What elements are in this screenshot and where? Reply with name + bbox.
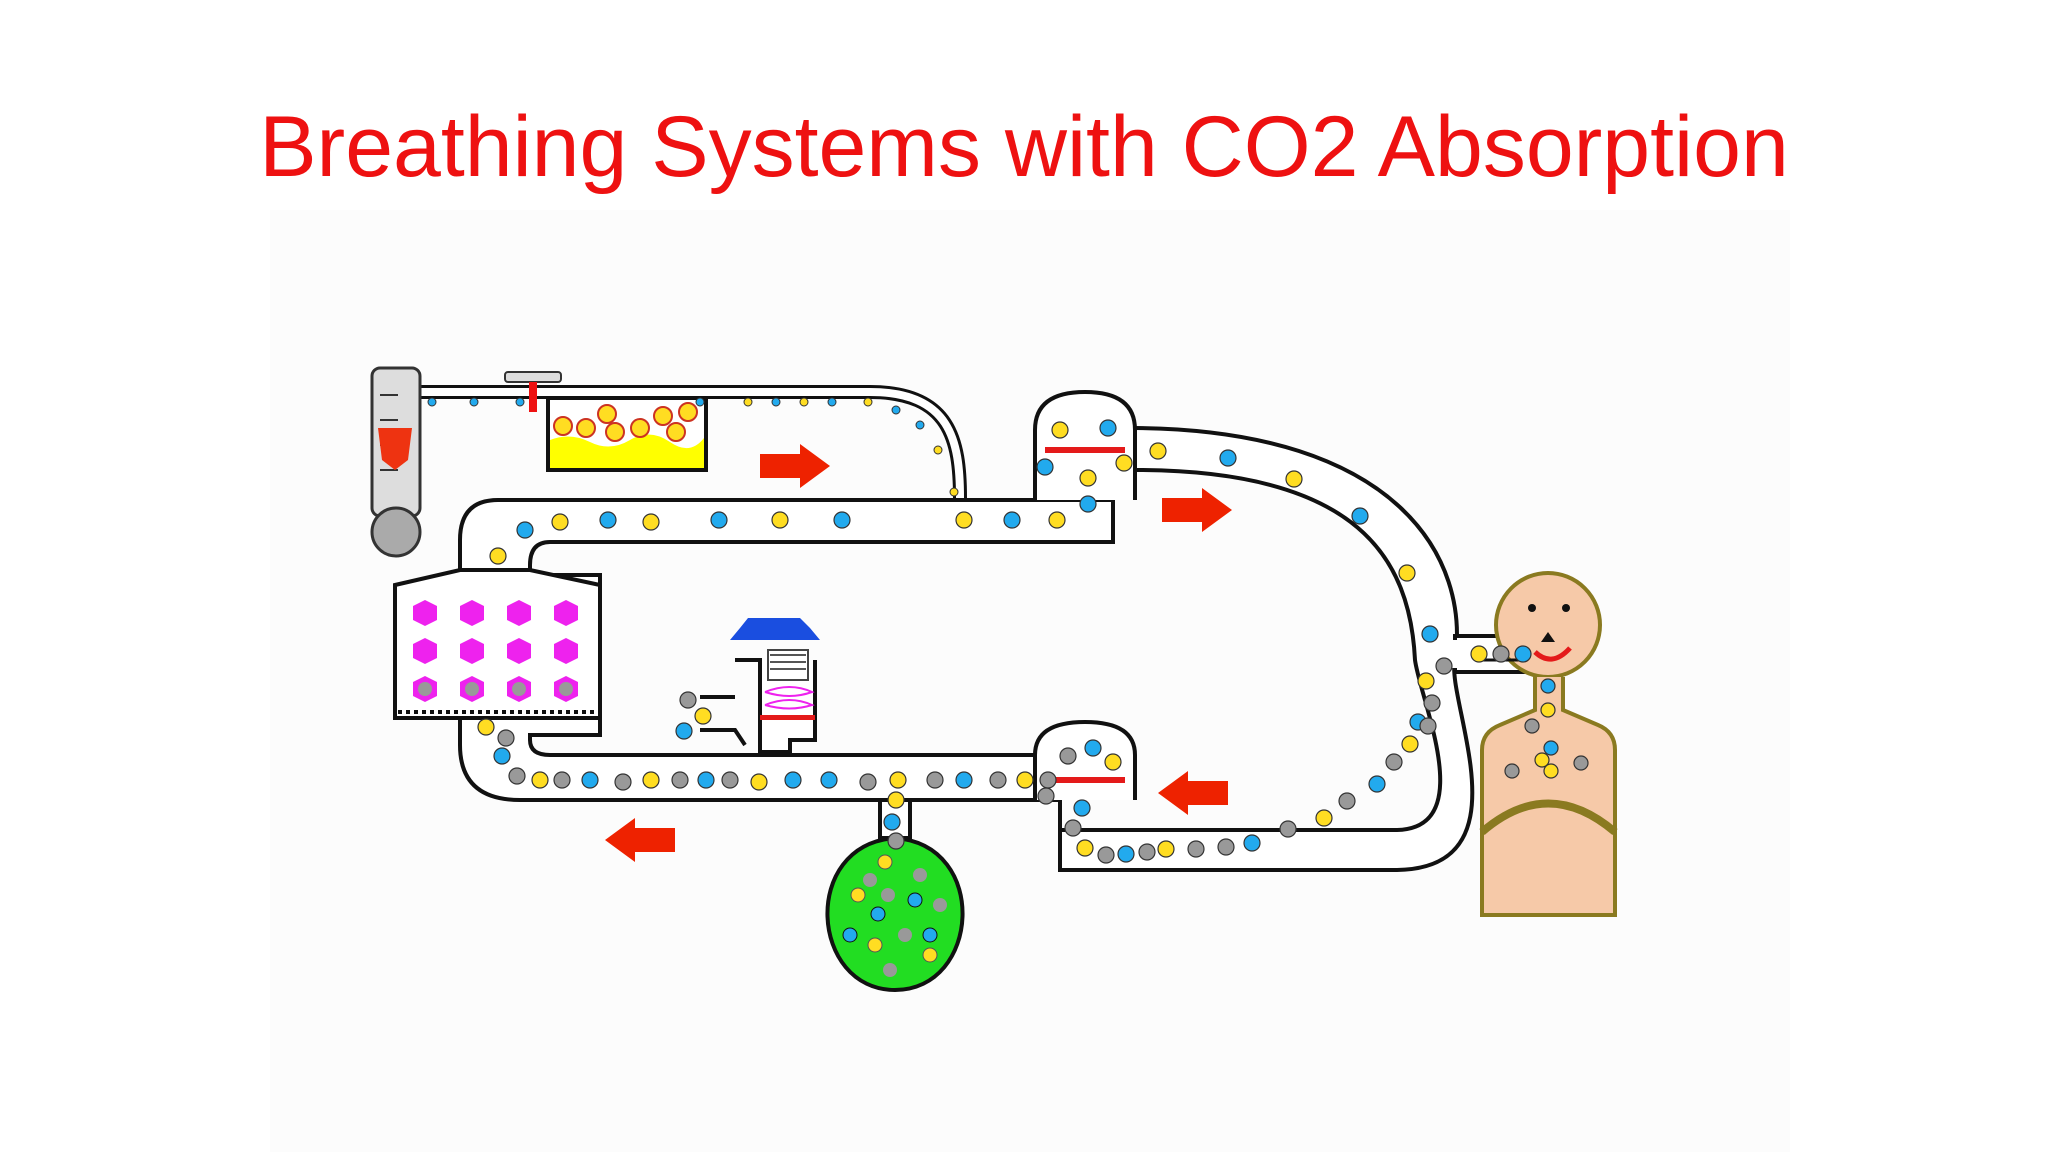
fresh-gas-line (420, 385, 967, 499)
flow-arrow-icon (760, 444, 830, 488)
expiratory-valve-icon (1033, 719, 1137, 800)
flow-arrow-icon (1158, 771, 1228, 815)
circuit-molecules (477, 419, 1589, 864)
needle-valve-icon (504, 371, 562, 412)
apl-valve-icon (700, 618, 820, 754)
patient-icon (1479, 571, 1618, 917)
circuit-tubing (393, 426, 1475, 872)
flow-arrow-icon (605, 818, 675, 862)
flowmeter-icon (370, 366, 422, 558)
slide-title: Breathing Systems with CO2 Absorption (259, 99, 1789, 195)
soda-lime-granules (413, 600, 578, 702)
vaporizer-molecules (553, 402, 698, 442)
inspiratory-valve-icon (1033, 389, 1137, 500)
co2-absorber-icon (393, 568, 602, 720)
fresh-gas-molecules (427, 397, 959, 497)
breathing-circuit-diagram (370, 366, 1618, 993)
flow-arrows (605, 444, 1232, 862)
reservoir-bag-icon (825, 798, 965, 993)
flow-arrow-icon (1162, 488, 1232, 532)
